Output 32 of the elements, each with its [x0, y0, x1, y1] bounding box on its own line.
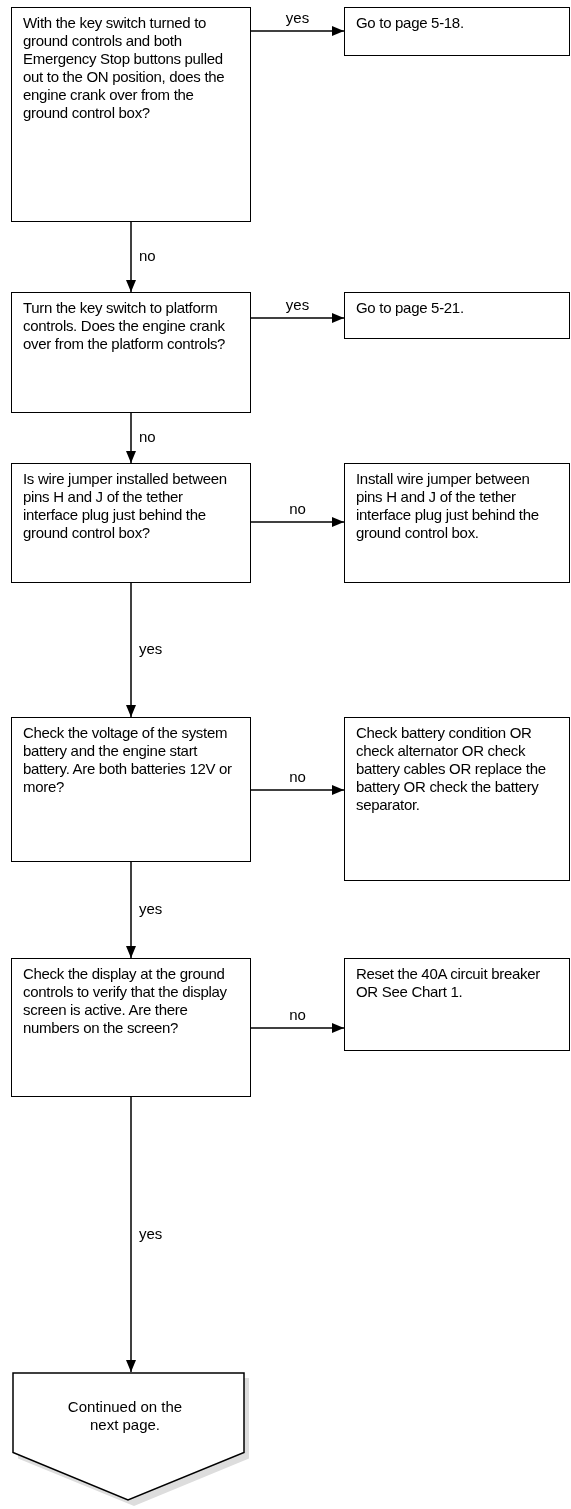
decision-box: [11, 958, 251, 1097]
arrow: [250, 1023, 345, 1033]
box-text: Install wire jumper between pins H and J of the tether interface plug just behind the ground control box.: [356, 470, 540, 542]
arrow: [250, 313, 345, 323]
offpage-connector: [12, 1372, 250, 1506]
box-text: Reset the 40A circuit breaker OR See Chart 1.: [356, 965, 541, 1001]
connector-text: Continued on the next page.: [66, 1398, 184, 1434]
box-text: Check battery condition OR check alternator OR check battery cables OR replace the battery OR check the battery separator.: [356, 724, 547, 814]
box-text: Check the voltage of the system battery and the engine start battery. Are both batteries 12V or more?: [23, 724, 233, 796]
arrow: [250, 785, 345, 795]
action-box: [344, 463, 570, 583]
decision-box: [11, 292, 251, 413]
box-text: Go to page 5-18.: [356, 14, 465, 32]
box-text: Check the display at the ground controls to verify that the display screen is active. Are there numbers on the screen?: [23, 965, 228, 1037]
action-box: [344, 292, 570, 339]
arrow: [250, 517, 345, 527]
decision-box: [11, 463, 251, 583]
arrow: [126, 221, 136, 293]
box-text: Is wire jumper installed between pins H and J of the tether interface plug just behind the ground control box?: [23, 470, 228, 542]
arrow: [126, 412, 136, 464]
box-text: Turn the key switch to platform controls. Does the engine crank over from the platform controls?: [23, 299, 227, 353]
box-text: With the key switch turned to ground controls and both Emergency Stop buttons pulled out to the ON position, does the engine crank over from the ground control box?: [23, 14, 226, 122]
box-text: Go to page 5-21.: [356, 299, 465, 317]
decision-box: [11, 7, 251, 222]
action-box: [344, 7, 570, 56]
arrow: [126, 1096, 136, 1373]
action-box: [344, 958, 570, 1051]
arrow: [250, 26, 345, 36]
decision-box: [11, 717, 251, 862]
arrow: [126, 582, 136, 718]
action-box: [344, 717, 570, 881]
arrow: [126, 861, 136, 959]
